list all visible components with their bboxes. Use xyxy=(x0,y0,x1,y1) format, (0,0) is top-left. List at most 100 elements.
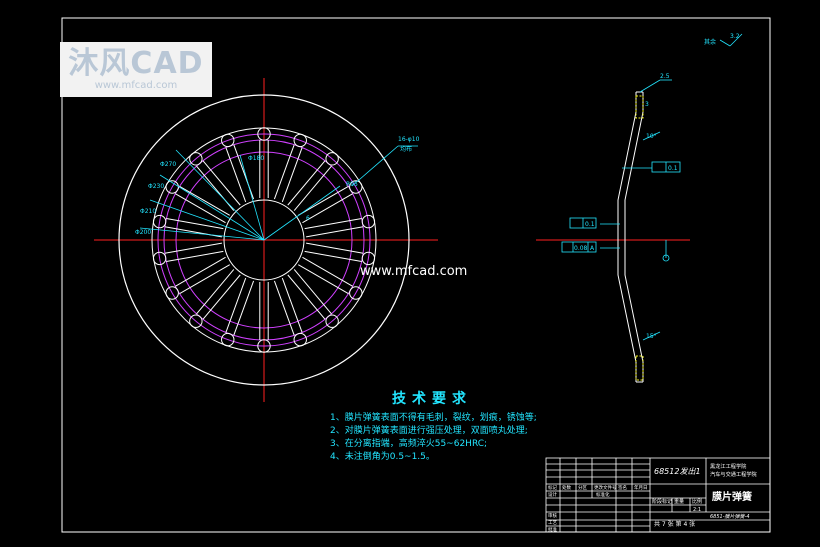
window-hole xyxy=(152,251,167,266)
tech-item-4: 4、未注倒角为0.5~1.5。 xyxy=(330,452,435,462)
title-block-label: 审核 xyxy=(548,512,557,519)
dim-d5: Φ180 xyxy=(248,155,264,162)
dim-d1: Φ270 xyxy=(160,161,176,168)
sheet-info: 共 7 张 第 4 张 xyxy=(654,520,695,528)
dim-leader-label: 16-φ10 xyxy=(398,136,420,143)
window-hole xyxy=(152,214,167,229)
side-tol-frames xyxy=(561,161,681,262)
window-hole xyxy=(325,314,339,328)
side-view: 2.5 3 10° 15° 0.1 0.1 0.08 A 其余 3.2 xyxy=(536,33,743,383)
title-block-text: 68512发出1 黑龙江工程学院 汽车与交通工程学院 膜片弹簧 阶段标记 重量 … xyxy=(548,462,758,533)
watermark-center: www.mfcad.com xyxy=(360,264,468,279)
school-line-1: 黑龙江工程学院 xyxy=(710,462,747,470)
finger-slot-edge xyxy=(166,250,224,262)
finger-slot-edge xyxy=(166,218,224,230)
profile-hatch-top xyxy=(635,95,644,119)
watermark-logo: 沐风CAD www.mfcad.com xyxy=(60,42,212,97)
side-labels: 2.5 3 10° 15° 0.1 0.1 0.08 A 其余 3.2 xyxy=(574,33,740,340)
scale-header: 比例 xyxy=(692,498,702,505)
side-angle-2: 15° xyxy=(646,333,657,340)
scale-value: 2:1 xyxy=(693,507,701,513)
file-code: 6851-膜片弹簧-4 xyxy=(710,513,750,520)
finger-slot-edge xyxy=(175,193,226,224)
finger-slot-edge xyxy=(304,218,362,230)
window-hole xyxy=(189,314,203,328)
finger-slot-edge xyxy=(298,185,349,216)
dim-inner: R95 xyxy=(346,181,358,188)
finger-slot-edge xyxy=(202,160,241,206)
finger-slot-edge xyxy=(225,147,247,203)
front-dimensions xyxy=(139,145,418,241)
title-block-label: 签名 xyxy=(618,484,627,491)
tech-item-2: 2、对膜片弹簧表面进行强压处理，双面喷丸处理; xyxy=(330,426,528,436)
finger-slot-edge xyxy=(281,277,303,333)
window-hole xyxy=(325,152,339,166)
outer-circle xyxy=(118,94,410,386)
roughness-value: 3.2 xyxy=(730,33,740,40)
title-block-label: 处数 xyxy=(562,484,571,491)
title-block xyxy=(545,457,771,533)
window-hole xyxy=(257,339,271,353)
title-block-label: 批准 xyxy=(548,526,557,533)
weight-label: 重量 xyxy=(674,498,684,505)
surface-label: 其余 xyxy=(704,38,716,46)
side-dimensions xyxy=(600,33,743,341)
window-hole xyxy=(257,127,271,141)
mark-label: 阶段标记 xyxy=(652,498,672,505)
finger-slot-edge xyxy=(179,185,230,216)
title-block-label: 工艺 xyxy=(548,520,557,526)
finger-slot-edge xyxy=(175,256,226,287)
finger-slot-edge xyxy=(306,226,364,238)
window-hole xyxy=(361,214,376,229)
tol-flat-lower: 0.1 xyxy=(585,221,595,228)
title-block-label: 设计 xyxy=(548,491,557,498)
finger-slot-edge xyxy=(304,250,362,262)
side-top-dim: 2.5 xyxy=(660,73,670,80)
drawing-frame xyxy=(61,17,771,533)
finger-slot-edge xyxy=(233,280,255,336)
front-dim-labels: 16-φ10 均布 Φ270 Φ230 Φ210 Φ200 Φ180 R95 6 xyxy=(135,136,420,236)
finger-slot-edge xyxy=(179,264,230,295)
drawing-code: 68512发出1 xyxy=(654,467,701,476)
dim-d2: Φ230 xyxy=(148,183,164,190)
front-view: 16-φ10 均布 Φ270 Φ230 Φ210 Φ200 Φ180 R95 6 xyxy=(94,78,438,402)
window-hole xyxy=(349,286,363,300)
finger-slot-edge xyxy=(287,274,326,320)
side-thickness: 3 xyxy=(645,101,649,108)
hidden-circle-2 xyxy=(175,151,353,329)
school-line-2: 汽车与交通工程学院 xyxy=(710,470,758,478)
finger-slot-edge xyxy=(225,277,247,333)
window-hole xyxy=(189,152,203,166)
window-hole xyxy=(165,286,179,300)
finger-slot-edge xyxy=(293,165,332,211)
finger-slot-edge xyxy=(273,144,295,200)
side-angle-1: 10° xyxy=(646,133,657,140)
tech-title: 技术要求 xyxy=(392,391,472,407)
finger-slot-edge xyxy=(164,242,222,254)
window-hole xyxy=(361,251,376,266)
tech-requirements: 技术要求 1、膜片弹簧表面不得有毛刺，裂纹，划痕，锈蚀等; 2、对膜片弹簧表面进… xyxy=(330,388,537,464)
tech-item-3: 3、在分离指端，高频淬火55~62HRC; xyxy=(330,439,488,449)
tol-parallel: 0.08 xyxy=(574,245,588,252)
finger-slot-edge xyxy=(293,269,332,315)
dim-d4: Φ200 xyxy=(135,229,151,236)
dim-slot: 6 xyxy=(306,215,310,222)
window-hole xyxy=(165,180,179,194)
window-hole xyxy=(221,332,235,347)
finger-slot-edge xyxy=(273,280,295,336)
title-block-labels: 标记处数分区更改文件号签名年月日设计标准化审核工艺批准 xyxy=(548,484,648,533)
finger-slot-edge xyxy=(298,264,349,295)
profile-outer xyxy=(617,92,637,382)
profile-inner xyxy=(624,92,644,382)
title-block-label: 标记 xyxy=(548,484,557,491)
window-hole xyxy=(349,180,363,194)
dim-leader-sub: 均布 xyxy=(400,145,412,153)
part-name: 膜片弹簧 xyxy=(712,490,752,503)
release-fingers xyxy=(164,140,364,340)
title-block-label: 更改文件号 xyxy=(594,484,617,491)
finger-slot-edge xyxy=(306,242,364,254)
profile-hatch-bottom xyxy=(635,355,644,381)
tol-flat-upper: 0.1 xyxy=(668,165,678,172)
finger-slot-edge xyxy=(302,193,353,224)
